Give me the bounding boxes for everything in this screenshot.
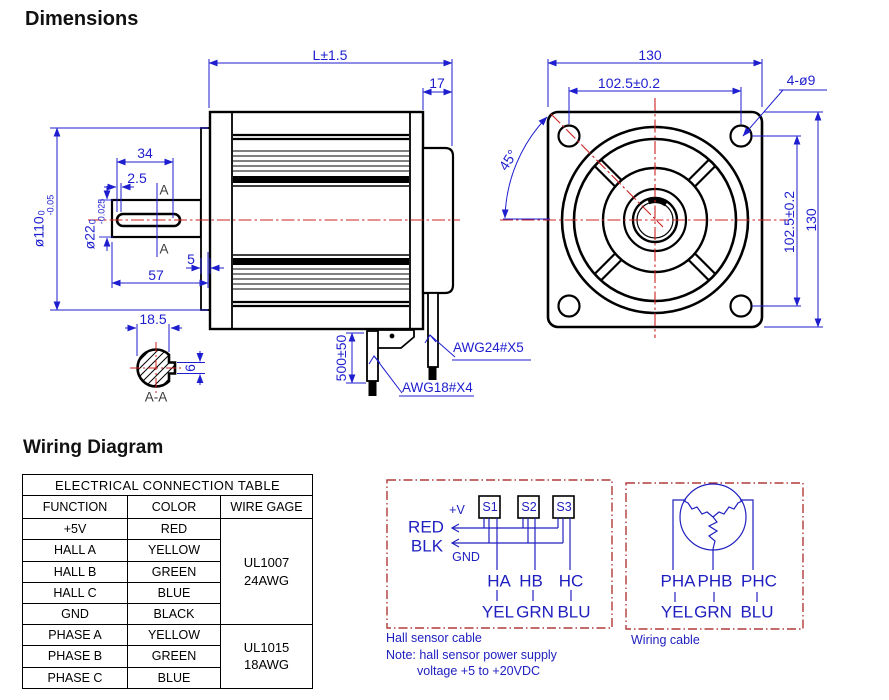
function-cell: HALL A [22, 539, 128, 562]
table-row: PHASE B GREEN [22, 645, 313, 668]
phase-color-grn-label: GRN [694, 602, 732, 622]
table-row: +5V RED UL1007 24AWG [22, 518, 314, 626]
function-cell: PHASE C [22, 666, 128, 689]
dim-front-height-label: 130 [803, 208, 819, 232]
side-view-dimensions [50, 59, 531, 397]
col-header-function: FUNCTION [22, 495, 128, 520]
dim-bolt-spacing-h-label: 102.5±0.2 [597, 75, 661, 91]
phase-pha-label: PHA [660, 571, 696, 591]
phase-color-blu-label: BLU [740, 602, 774, 622]
phase-phc-label: PHC [741, 571, 777, 591]
dim-keyway-offset-label: 2.5 [127, 170, 147, 186]
dim-pilot-label: 5 [187, 251, 195, 267]
front-view-dimensions [501, 59, 827, 328]
wiring-cable-caption: Wiring cable [631, 633, 700, 647]
section-aa-view [130, 342, 184, 396]
section-aa-label: A-A [144, 389, 168, 405]
color-cell: GREEN [127, 645, 221, 668]
dim-shaft-length-label: 57 [148, 267, 164, 283]
hall-sensor-diagram [386, 479, 613, 629]
electrical-connection-table: ELECTRICAL CONNECTION TABLE FUNCTION COL… [21, 473, 314, 689]
table-row: PHASE C BLUE [22, 666, 313, 689]
table-row: GND BLACK [22, 602, 313, 626]
color-cell: BLACK [127, 602, 221, 626]
gage-line: 24AWG [244, 572, 290, 588]
wire-gage-cell: UL1015 18AWG [219, 624, 314, 689]
wire-gage-cell: UL1007 24AWG [219, 518, 314, 626]
section-marker-a-bottom: A [159, 241, 169, 257]
table-row: HALL B GREEN [22, 560, 313, 583]
hall-note-line1: Note: hall sensor power supply [386, 648, 557, 662]
color-cell: BLUE [127, 666, 221, 689]
dim-bolt-spacing-v-label: 102.5±0.2 [781, 190, 797, 254]
function-cell: PHASE A [22, 624, 128, 647]
output-hc-label: HC [558, 571, 584, 591]
dim-section-width-label: 18.5 [139, 311, 167, 327]
function-cell: HALL B [22, 560, 128, 583]
supply-ground-label: GND [452, 549, 480, 564]
function-cell: PHASE B [22, 645, 128, 668]
centerlines [88, 98, 788, 338]
wiring-cable-diagram [625, 482, 804, 630]
dim-front-width-label: 130 [638, 47, 662, 63]
wire-ground-label: BLK [410, 536, 444, 556]
dim-key-height-label: 6 [182, 364, 198, 372]
col-header-wire-gage: WIRE GAGE [219, 495, 314, 520]
function-cell: +5V [22, 518, 128, 541]
table-title: ELECTRICAL CONNECTION TABLE [21, 473, 314, 497]
output-color-grn-label: GRN [516, 602, 554, 622]
sensor-s1-label: S1 [482, 499, 498, 514]
output-ha-label: HA [487, 571, 511, 591]
table-row: PHASE A YELLOW UL1015 18AWG [22, 624, 314, 689]
dim-cable-length-label: 500±50 [333, 334, 349, 382]
function-cell: HALL C [22, 581, 128, 604]
phase-color-yel-label: YEL [660, 602, 694, 622]
dim-rear-cap-label: 17 [429, 75, 445, 91]
dim-length-label: L±1.5 [312, 47, 348, 63]
sensor-s3-label: S3 [556, 499, 572, 514]
hall-cable-gauge-label: AWG24#X5 [453, 340, 524, 355]
color-cell: GREEN [127, 560, 221, 583]
gage-line: UL1015 [243, 639, 290, 655]
color-cell: RED [127, 518, 221, 541]
dimensions-heading: Dimensions [25, 8, 139, 30]
col-header-color: COLOR [127, 495, 221, 520]
supply-positive-label: +V [449, 502, 465, 517]
color-cell: BLUE [127, 581, 221, 604]
hall-caption: Hall sensor cable [386, 631, 482, 645]
output-hb-label: HB [519, 571, 543, 591]
output-color-yel-label: YEL [481, 602, 515, 622]
gage-line: 18AWG [244, 657, 290, 673]
function-cell: GND [22, 602, 128, 626]
phase-cable-gauge-label: AWG18#X4 [402, 380, 473, 395]
wire-positive-label: RED [408, 517, 444, 537]
dim-keyway-length-label: 34 [137, 145, 153, 161]
phase-phb-label: PHB [697, 571, 733, 591]
wiring-heading: Wiring Diagram [23, 437, 164, 458]
output-color-blu-label: BLU [557, 602, 591, 622]
sensor-s2-label: S2 [521, 499, 537, 514]
gage-line: UL1007 [243, 555, 290, 571]
hall-note-line2: voltage +5 to +20VDC [417, 664, 540, 678]
bolt-holes-label: 4-ø9 [786, 72, 816, 88]
color-cell: YELLOW [127, 539, 221, 562]
color-cell: YELLOW [127, 624, 221, 647]
section-marker-a-top: A [159, 182, 169, 198]
